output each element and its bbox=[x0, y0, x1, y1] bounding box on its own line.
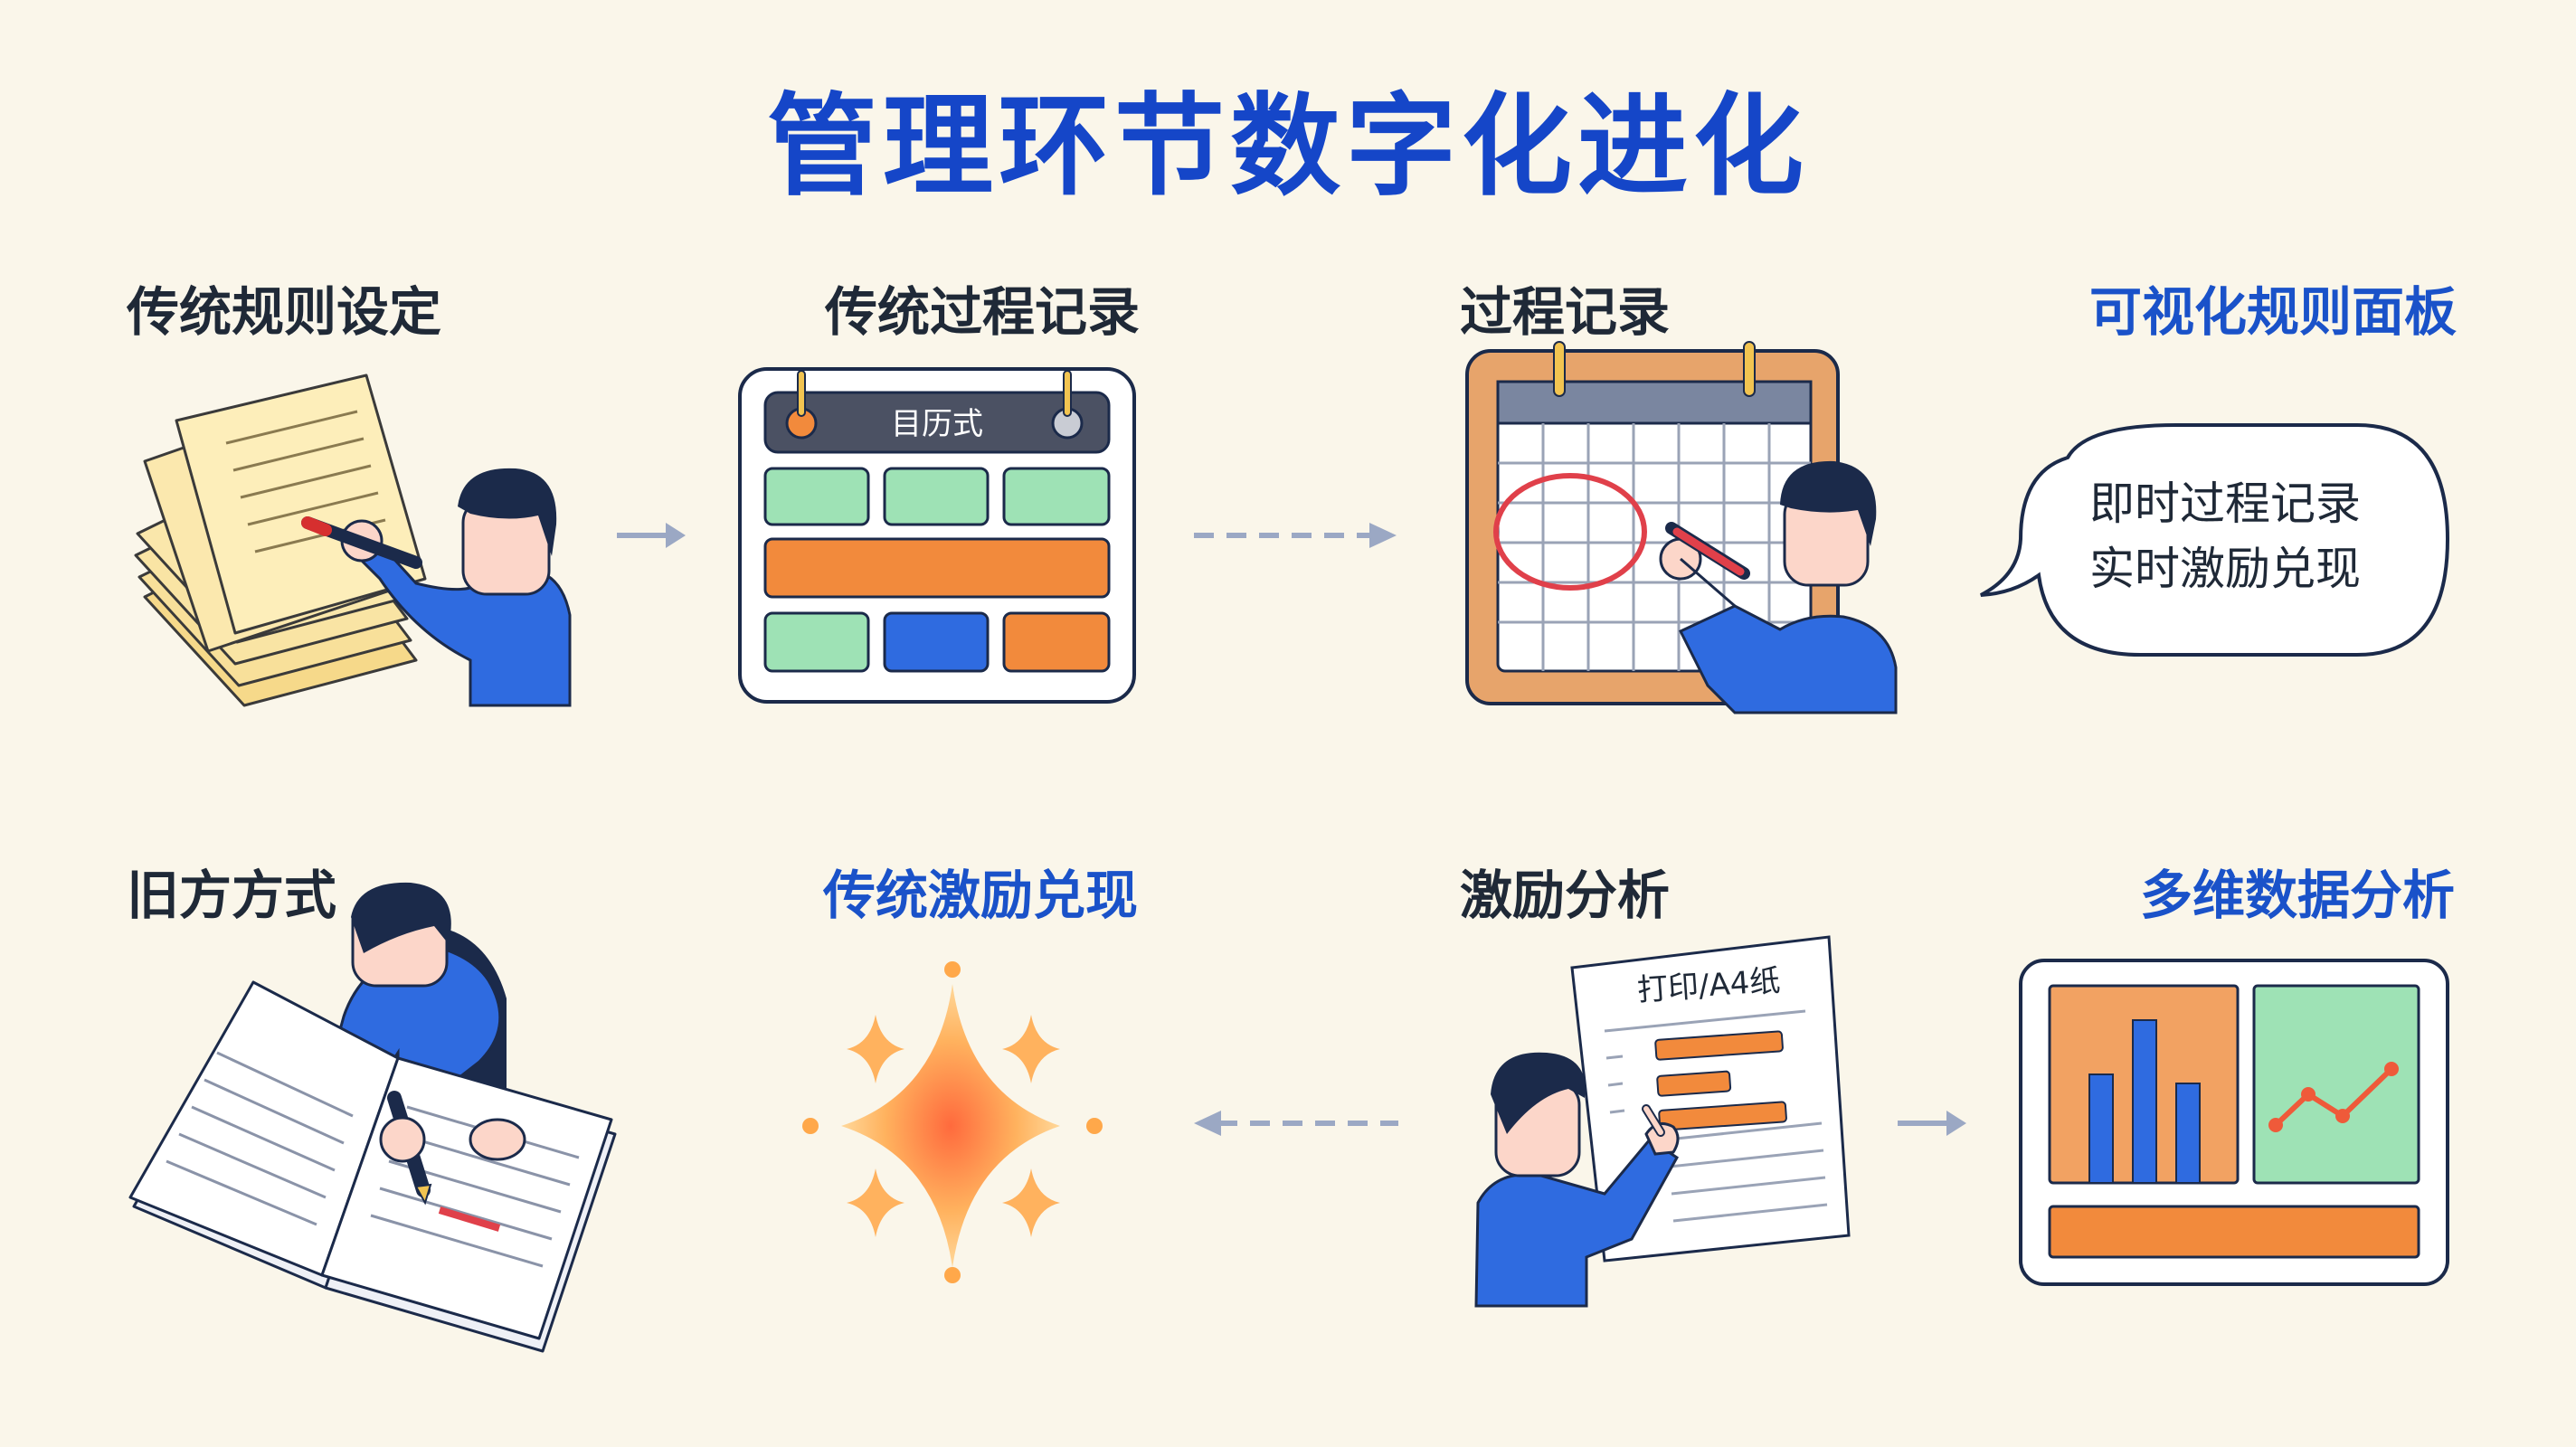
page-title: 管理环节数字化进化 bbox=[767, 82, 1809, 211]
bubble-line-1: 即时过程记录 bbox=[2089, 478, 2361, 530]
label-multi-dim: 多维数据分析 bbox=[2140, 865, 2456, 926]
open-notebook-icon bbox=[128, 882, 617, 1353]
arrow-right-icon bbox=[1898, 1111, 1966, 1136]
dashed-arrow-icon bbox=[1194, 523, 1397, 548]
dashed-arrow-left-icon bbox=[1194, 1111, 1398, 1136]
label-process-record: 过程记录 bbox=[1460, 281, 1671, 343]
paper-stack-icon bbox=[134, 374, 572, 707]
arrow-right-icon bbox=[617, 523, 686, 548]
printed-sheet-icon bbox=[1474, 935, 1851, 1308]
sparkle-icon bbox=[802, 961, 1103, 1283]
label-traditional-incentive: 传统激励兑现 bbox=[823, 865, 1139, 926]
dashboard-icon bbox=[2019, 959, 2449, 1286]
calendar-header: 目历式 bbox=[891, 406, 983, 442]
label-old-way: 旧方方式 bbox=[127, 865, 337, 926]
bubble-line-2: 实时激励兑现 bbox=[2089, 543, 2361, 595]
label-traditional-rules: 传统规则设定 bbox=[127, 281, 442, 343]
calendar-board-icon bbox=[738, 367, 1136, 704]
label-traditional-process: 传统过程记录 bbox=[825, 281, 1141, 343]
speech-bubble-icon bbox=[1980, 423, 2450, 657]
label-incentive-analysis: 激励分析 bbox=[1460, 865, 1671, 926]
label-visual-panel: 可视化规则面板 bbox=[2089, 281, 2458, 343]
wall-calendar-icon bbox=[1465, 341, 1898, 714]
